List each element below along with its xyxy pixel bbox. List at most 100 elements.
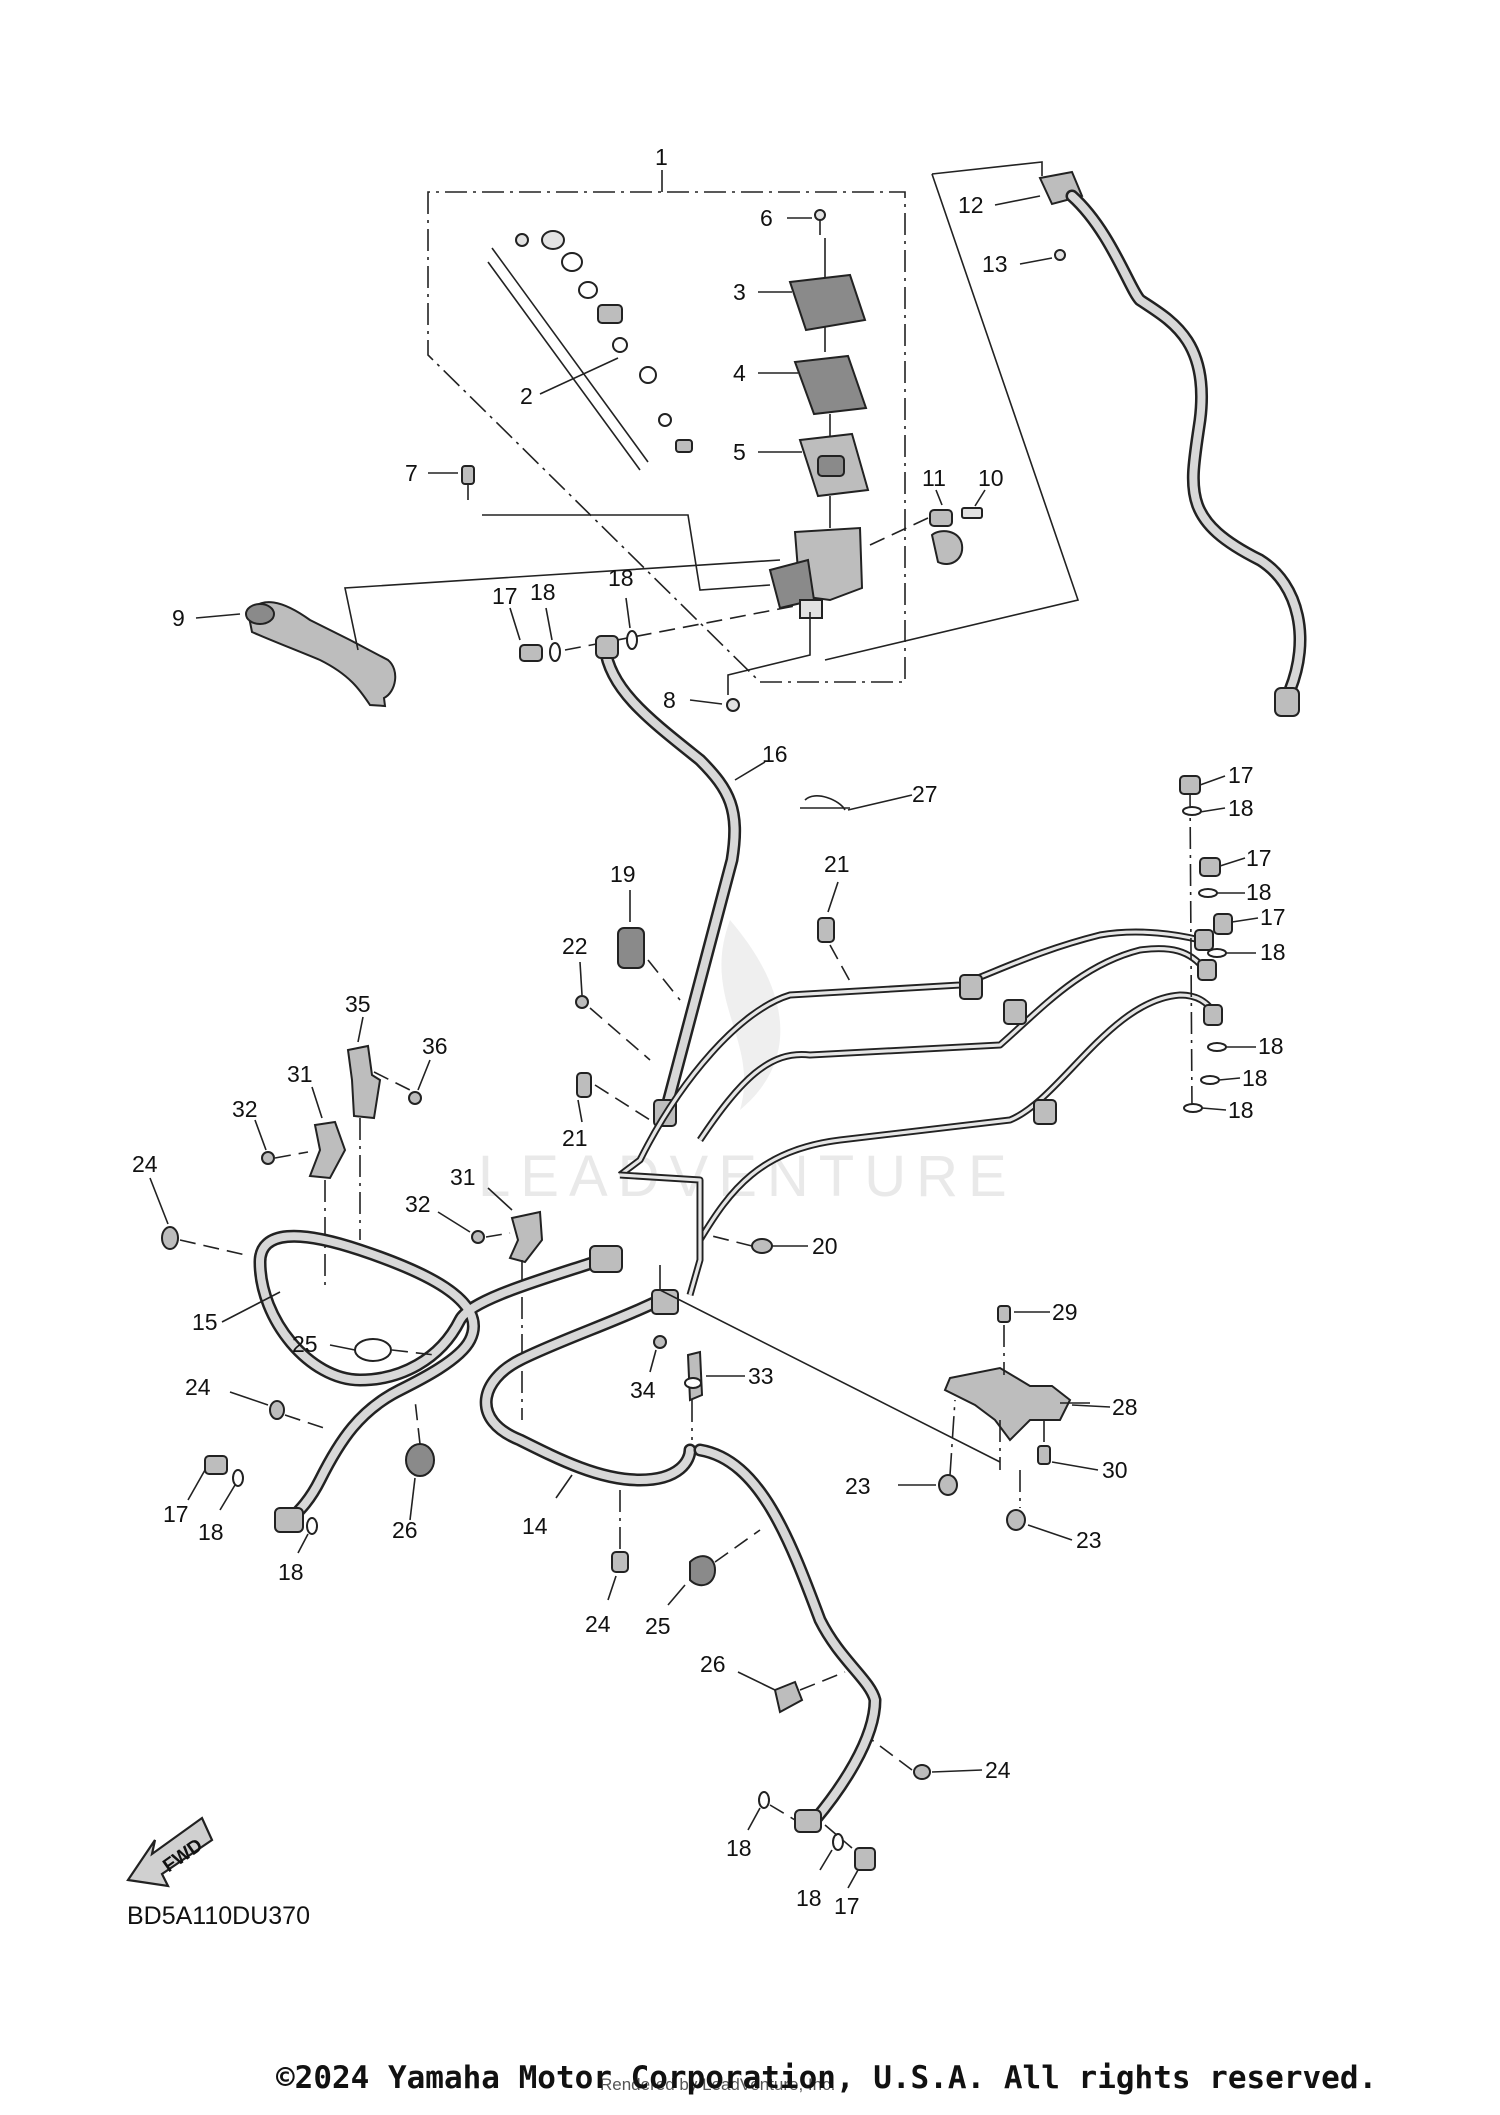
banjo-bolt-17-bottom-left: 17 xyxy=(163,1455,228,1527)
callout-5: 5 xyxy=(733,439,746,465)
callout-27: 27 xyxy=(912,781,938,807)
reservoir-cap-3: 3 xyxy=(733,238,867,352)
clamp-24-center: 24 xyxy=(585,1551,629,1637)
callout-19: 19 xyxy=(610,861,636,887)
callout-7: 7 xyxy=(405,460,418,486)
callout-18-top-a: 18 xyxy=(530,579,556,605)
bracket-31-left: 31 xyxy=(287,1061,347,1180)
clip-26-left: 26 xyxy=(392,1399,435,1543)
callout-25-left: 25 xyxy=(292,1331,318,1357)
clip-13: 13 xyxy=(982,249,1066,277)
grommet-25-center: 25 xyxy=(645,1529,761,1639)
grommet-19: 19 xyxy=(610,861,681,1001)
callout-17-right-1: 17 xyxy=(1228,762,1254,788)
callout-11: 11 xyxy=(922,465,946,491)
callout-9: 9 xyxy=(172,605,185,631)
nut-23-right: 23 xyxy=(1006,1470,1102,1553)
callout-35: 35 xyxy=(345,991,371,1017)
callout-3: 3 xyxy=(733,279,746,305)
clamp-33: 33 xyxy=(684,1350,774,1440)
brake-hose-15: 15 xyxy=(192,1229,623,1533)
screw-8: 8 xyxy=(663,612,811,713)
washer-18-bottom-a: 18 xyxy=(726,1791,796,1861)
brake-pipes xyxy=(617,928,1223,1296)
clip-27: 27 xyxy=(800,781,938,811)
callout-4: 4 xyxy=(733,360,746,386)
fwd-arrow-icon: FWD xyxy=(126,1816,214,1888)
banjo-bolt-17-top: 17 xyxy=(492,583,543,662)
clamp-24-left-middle: 24 xyxy=(185,1374,331,1431)
callout-18-bottom-a: 18 xyxy=(726,1835,752,1861)
callout-18-right-5: 18 xyxy=(1242,1065,1268,1091)
callout-16: 16 xyxy=(762,741,788,767)
callout-32-middle: 32 xyxy=(405,1191,431,1217)
callout-13: 13 xyxy=(982,251,1008,277)
bolt-29: 29 xyxy=(997,1299,1078,1375)
clamp-24-left-top: 24 xyxy=(132,1151,251,1257)
nut-23-left: 23 xyxy=(845,1399,958,1499)
callout-24-left-middle: 24 xyxy=(185,1374,211,1400)
callout-34: 34 xyxy=(630,1377,656,1403)
callout-8: 8 xyxy=(663,687,676,713)
callout-17-bottom-left: 17 xyxy=(163,1501,189,1527)
callout-17-top: 17 xyxy=(492,583,518,609)
bracket-28: 28 xyxy=(943,1366,1138,1470)
watermark-text: LEADVENTURE xyxy=(478,1144,1017,1209)
callout-1: 1 xyxy=(655,144,668,170)
washer-18-top-a: 18 xyxy=(530,579,561,662)
bolt-36: 36 xyxy=(408,1033,448,1105)
bolt-7: 7 xyxy=(405,460,771,591)
callout-26-left: 26 xyxy=(392,1517,418,1543)
copyright-text: ©2024 Yamaha Motor Corporation, U.S.A. A… xyxy=(276,2060,1378,2096)
callout-24-bottom-right: 24 xyxy=(985,1757,1011,1783)
callout-14: 14 xyxy=(522,1513,548,1539)
callout-29: 29 xyxy=(1052,1299,1078,1325)
banjo-bolt-17-bottom: 17 xyxy=(824,1824,876,1919)
bolt-32-left: 32 xyxy=(232,1096,309,1165)
bolt-30: 30 xyxy=(1037,1420,1128,1483)
reservoir-hose-12: 12 xyxy=(824,161,1307,717)
callout-28: 28 xyxy=(1112,1394,1138,1420)
washer-18-bottom-left-b: 18 xyxy=(278,1517,318,1585)
master-cylinder-body xyxy=(768,526,864,619)
bracket-31-middle: 31 xyxy=(450,1164,544,1264)
washer-18-bottom-b: 18 xyxy=(796,1833,844,1911)
callout-18-bottom-left-a: 18 xyxy=(198,1519,224,1545)
washer-18-bottom-left-a: 18 xyxy=(198,1469,244,1545)
watermark: LEADVENTURE xyxy=(478,920,1017,1209)
clamp-21-upper: 21 xyxy=(817,851,853,986)
callout-23-right: 23 xyxy=(1076,1527,1102,1553)
callout-24-left-top: 24 xyxy=(132,1151,158,1177)
grommet-25-left: 25 xyxy=(292,1331,436,1362)
callout-17-right-2: 17 xyxy=(1246,845,1272,871)
callout-26-center: 26 xyxy=(700,1651,726,1677)
callout-31-middle: 31 xyxy=(450,1164,476,1190)
brake-hose-14: 14 xyxy=(479,1289,882,1833)
callout-31-left: 31 xyxy=(287,1061,313,1087)
callout-36: 36 xyxy=(422,1033,448,1059)
callout-18-right-2: 18 xyxy=(1246,879,1272,905)
callout-2: 2 xyxy=(520,383,533,409)
brake-lever-9: 9 xyxy=(172,559,781,708)
clip-26-center: 26 xyxy=(700,1651,846,1714)
callout-18-right-1: 18 xyxy=(1228,795,1254,821)
bolt-34: 34 xyxy=(630,1335,667,1403)
screw-10: 10 xyxy=(961,465,1004,519)
callout-20: 20 xyxy=(812,1233,838,1259)
callout-30: 30 xyxy=(1102,1457,1128,1483)
callout-17-bottom: 17 xyxy=(834,1893,860,1919)
callout-18-top-b: 18 xyxy=(608,565,634,591)
callout-17-right-3: 17 xyxy=(1260,904,1286,930)
callout-6: 6 xyxy=(760,205,773,231)
callout-18-right-3: 18 xyxy=(1260,939,1286,965)
callout-21-upper: 21 xyxy=(824,851,850,877)
clamp-21-lower: 21 xyxy=(562,1072,651,1151)
callout-15: 15 xyxy=(192,1309,218,1335)
callout-33: 33 xyxy=(748,1363,774,1389)
master-cylinder-kit: 2 xyxy=(487,230,693,471)
callout-23-left: 23 xyxy=(845,1473,871,1499)
callout-32-left: 32 xyxy=(232,1096,258,1122)
callout-24-center: 24 xyxy=(585,1611,611,1637)
bracket-35: 35 xyxy=(345,991,411,1120)
clamp-24-bottom-right: 24 xyxy=(871,1739,1011,1783)
